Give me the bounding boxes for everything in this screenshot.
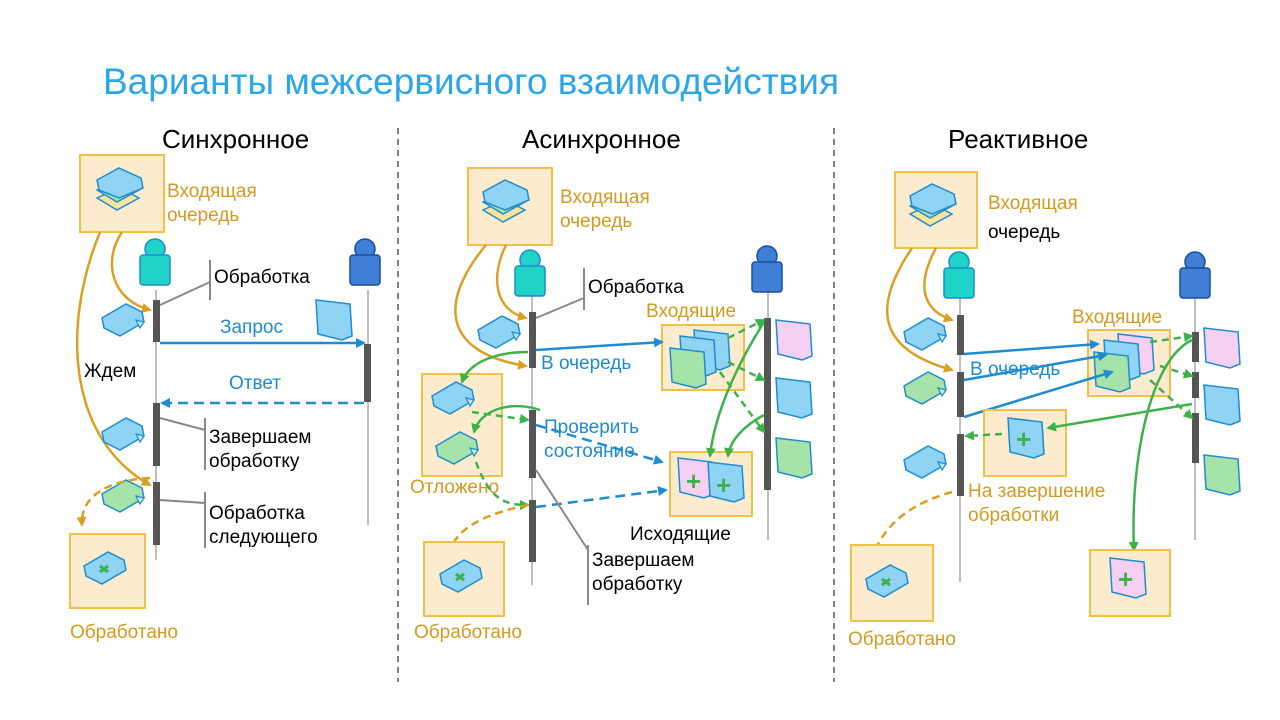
sync-request-label: Запрос	[220, 317, 283, 338]
sync-activation-2	[153, 403, 160, 466]
sync-processing-label: Обработка	[214, 267, 310, 288]
service-person-icon	[349, 238, 381, 286]
reactive-heading: Реактивное	[948, 124, 1088, 154]
async-incoming-label: Входящие	[646, 301, 736, 322]
service-person-icon	[139, 238, 171, 286]
page-title: Варианты межсервисного взаимодействия	[103, 61, 839, 102]
message-icon	[1203, 454, 1241, 496]
message-icon	[775, 377, 813, 419]
message-icon	[101, 417, 145, 451]
async-processed-label: Обработано	[414, 622, 522, 643]
sync-queue-arrow-1	[110, 231, 152, 313]
async-to-queue-label: В очередь	[541, 353, 631, 374]
message-icon	[477, 315, 521, 349]
service-person-icon	[751, 245, 783, 293]
plus-icon: +	[1118, 564, 1133, 594]
message-icon	[903, 445, 947, 479]
service-person-icon	[1179, 251, 1211, 299]
sync-activation-1	[153, 300, 160, 342]
sync-processed-arrow	[76, 476, 151, 527]
async-processing-label: Обработка	[588, 277, 684, 298]
sync-heading: Синхронное	[162, 124, 309, 154]
reactive-to-queue-label: В очередь	[970, 359, 1060, 380]
plus-icon: +	[686, 466, 701, 496]
reactive-panel: Реактивное Входящая очередь Входящие	[848, 124, 1241, 650]
message-icon	[1203, 327, 1241, 369]
async-heading: Асинхронное	[522, 124, 681, 154]
sync-processed-label: Обработано	[70, 622, 178, 643]
reactive-incoming-queue-label-2: очередь	[988, 222, 1060, 243]
sync-provider-activation	[364, 344, 371, 402]
reactive-incoming-queue-label-1: Входящая	[988, 193, 1078, 214]
async-check-arrow	[535, 423, 664, 465]
service-person-icon	[514, 249, 546, 297]
sync-response-label: Ответ	[229, 373, 281, 394]
message-icon	[775, 319, 813, 361]
reactive-processed-label: Обработано	[848, 629, 956, 650]
message-icon	[903, 317, 947, 351]
async-outgoing-label: Исходящие	[630, 524, 731, 545]
sync-queue-arrow-2	[75, 231, 152, 487]
plus-icon: +	[1016, 424, 1031, 454]
async-to-queue-arrow	[535, 337, 664, 352]
message-icon	[101, 479, 145, 513]
plus-icon: +	[716, 470, 731, 500]
message-icon	[1203, 384, 1241, 426]
message-icon	[315, 299, 353, 341]
reactive-incoming-label: Входящие	[1072, 307, 1162, 328]
sync-processing-connector	[159, 281, 211, 306]
sync-activation-3	[153, 482, 160, 545]
message-icon	[101, 303, 145, 337]
message-icon	[775, 437, 813, 479]
message-icon	[669, 347, 707, 389]
service-person-icon	[943, 251, 975, 299]
message-icon	[903, 371, 947, 405]
reactive-incoming-queue-box	[894, 171, 978, 249]
sync-wait-label: Ждем	[84, 361, 136, 382]
async-deferred-label: Отложено	[410, 477, 499, 498]
